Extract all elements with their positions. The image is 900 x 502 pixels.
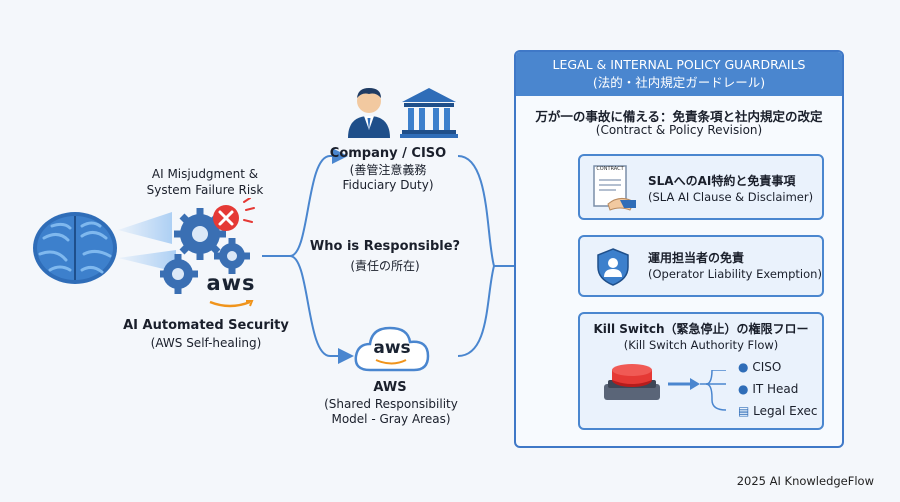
document-icon: ▤ [738,404,750,418]
contract-handshake-icon [593,165,636,211]
authority-flow-arrows [668,370,727,411]
aws-title: AWS [373,380,407,395]
ai-security-subtitle: (AWS Self-healing) [150,336,262,350]
emergency-button-icon [604,364,660,400]
brain-icon [33,212,117,284]
ai-beam [118,212,176,272]
ai-security-title: AI Automated Security [123,318,289,333]
user-gear-icon: ● [738,382,749,396]
responsibility-question: Who is Responsible? [309,239,461,254]
approver-legal-exec-label: Legal Exec [753,404,818,418]
sla-clause-subtitle: (SLA AI Clause & Disclaimer) [648,190,814,204]
cloud-shape [354,326,430,372]
approver-ciso: ● CISO [738,360,781,374]
approver-it-head: ● IT Head [738,382,798,396]
aws-cloud-icon: aws [352,320,432,376]
aws-logo-text: aws [206,271,256,295]
company-ciso-subtitle: (善管注意義務 Fiduciary Duty) [318,163,458,193]
user-icon: ● [738,360,749,374]
aws-sub-line1: (Shared Responsibility [324,397,458,411]
bank-icon [400,88,458,138]
operator-exemption-subtitle: (Operator Liability Exemption) [648,267,822,281]
company-sub-line1: (善管注意義務 [349,163,427,177]
risk-label-line1: AI Misjudgment & [151,167,259,181]
person-icon [348,88,390,138]
kill-switch-subtitle: (Kill Switch Authority Flow) [623,338,779,352]
aws-smile-icon [209,300,254,308]
guardrails-panel-header: LEGAL & INTERNAL POLICY GUARDRAILS (法的・社… [516,52,842,96]
company-ciso-title: Company / CISO [329,146,447,161]
footer-credit: 2025 AI KnowledgeFlow [736,474,874,488]
kill-switch-title: Kill Switch（緊急停止）の権限フロー [593,322,809,336]
aws-cloud-logo-text: aws [373,338,411,358]
gears-icon [160,198,255,294]
alert-x-icon [213,198,255,231]
approver-legal-exec: ▤ Legal Exec [738,404,817,418]
operator-exemption-title: 運用担当者の免責 [648,251,745,265]
risk-label-line2: System Failure Risk [146,183,264,197]
risk-label: AI Misjudgment & System Failure Risk [140,166,270,198]
aws-cloud-smile-icon [375,359,407,365]
contract-doc-label: CONTRACT [596,166,624,172]
approver-ciso-label: CISO [752,360,782,374]
sla-clause-title: SLAへのAI特約と免責事項 [648,174,796,188]
aws-subtitle: (Shared Responsibility Model - Gray Area… [318,397,464,427]
aws-sub-line2: Model - Gray Areas) [331,412,451,426]
shield-user-icon [597,248,629,286]
sla-clause-card: CONTRACT SLAへのAI特約と免責事項 (SLA AI Clause &… [578,154,824,220]
company-sub-line2: Fiduciary Duty) [342,178,434,192]
operator-exemption-card: 運用担当者の免責 (Operator Liability Exemption) [578,235,824,297]
panel-header-line1: LEGAL & INTERNAL POLICY GUARDRAILS [552,57,806,72]
policy-revision-title: 万が一の事故に備える：免責条項と社内規定の改定 [535,109,823,124]
approver-it-head-label: IT Head [752,382,799,396]
panel-header-line2: (法的・社内規定ガードレール) [592,75,766,90]
aws-logo: aws [196,272,266,313]
kill-switch-card: Kill Switch（緊急停止）の権限フロー (Kill Switch Aut… [578,312,824,430]
policy-revision-subtitle: (Contract & Policy Revision) [595,123,763,137]
responsibility-question-subtitle: (責任の所在) [350,259,420,273]
